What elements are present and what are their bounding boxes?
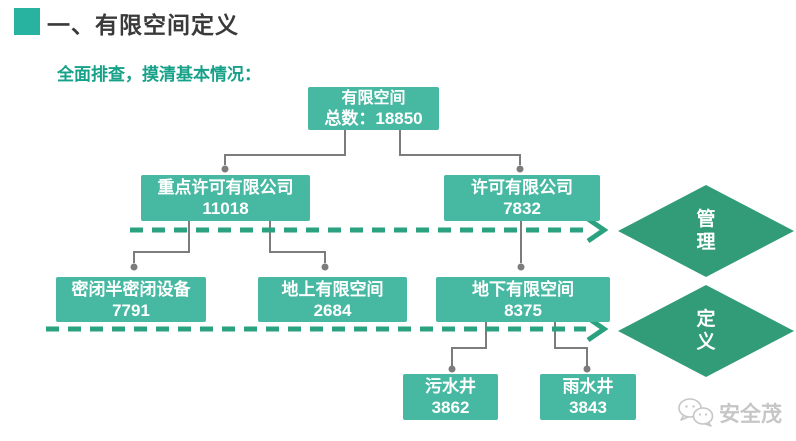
connector-dot [321, 263, 329, 271]
connector-root-to-l2-left [224, 130, 346, 165]
connector-dot [516, 165, 524, 173]
node-label: 有限空间 [341, 89, 406, 107]
node-value: 3862 [431, 398, 470, 417]
dashed-arrow-management-head [586, 216, 609, 244]
node-key-licensed-companies: 重点许可有限公司 11018 [141, 175, 310, 221]
diamond-management [618, 185, 794, 277]
node-value: 11018 [202, 199, 249, 218]
node-licensed-companies: 许可有限公司 7832 [444, 175, 600, 221]
wechat-bubbles-icon [678, 398, 714, 427]
node-label: 重点许可有限公司 [157, 178, 294, 197]
node-underground-limited-space: 地下有限空间 8375 [436, 277, 610, 322]
connector-l3c-to-l4a [451, 322, 487, 366]
connector-dot [221, 165, 229, 173]
connector-dot [583, 365, 591, 373]
node-label: 地上有限空间 [281, 279, 384, 299]
connector-dot [517, 263, 525, 271]
node-value: 8375 [504, 300, 542, 320]
node-label: 污水井 [425, 377, 476, 396]
node-value: 2684 [313, 300, 352, 320]
node-value: 7832 [503, 199, 541, 218]
connector-l2left-to-l3b [269, 221, 326, 263]
node-value: 总数：18850 [324, 108, 423, 128]
page-title: 一、有限空间定义 [47, 12, 239, 38]
node-label: 地下有限空间 [472, 279, 574, 299]
node-sewage-well: 污水井 3862 [403, 374, 498, 420]
node-limited-space-total: 有限空间 总数：18850 [308, 87, 439, 130]
node-label: 许可有限公司 [471, 178, 573, 197]
diamond-management-label: 管理 [696, 209, 716, 253]
node-value: 3843 [569, 398, 607, 417]
watermark-text: 安全茂 [719, 403, 782, 426]
connector-dot [130, 263, 138, 271]
node-above-ground-limited-space: 地上有限空间 2684 [258, 277, 407, 322]
connector-l2left-to-l3a [133, 221, 190, 263]
node-rain-well: 雨水井 3843 [540, 374, 636, 420]
node-label: 雨水井 [562, 377, 614, 396]
node-sealed-semi-sealed-equipment: 密闭半密闭设备 7791 [56, 277, 206, 322]
watermark: 安全茂 [677, 397, 782, 429]
connector-dot [448, 365, 456, 373]
node-label: 密闭半密闭设备 [71, 279, 191, 299]
node-value: 7791 [112, 300, 150, 320]
subtitle-text: 全面排查，摸清基本情况： [57, 65, 261, 84]
connector-root-to-l2-right [399, 130, 521, 165]
diamond-definition [618, 285, 794, 377]
title-bullet-square [14, 8, 40, 35]
connector-l3c-to-l4b [554, 322, 588, 366]
diamond-definition-label: 定义 [696, 309, 716, 353]
